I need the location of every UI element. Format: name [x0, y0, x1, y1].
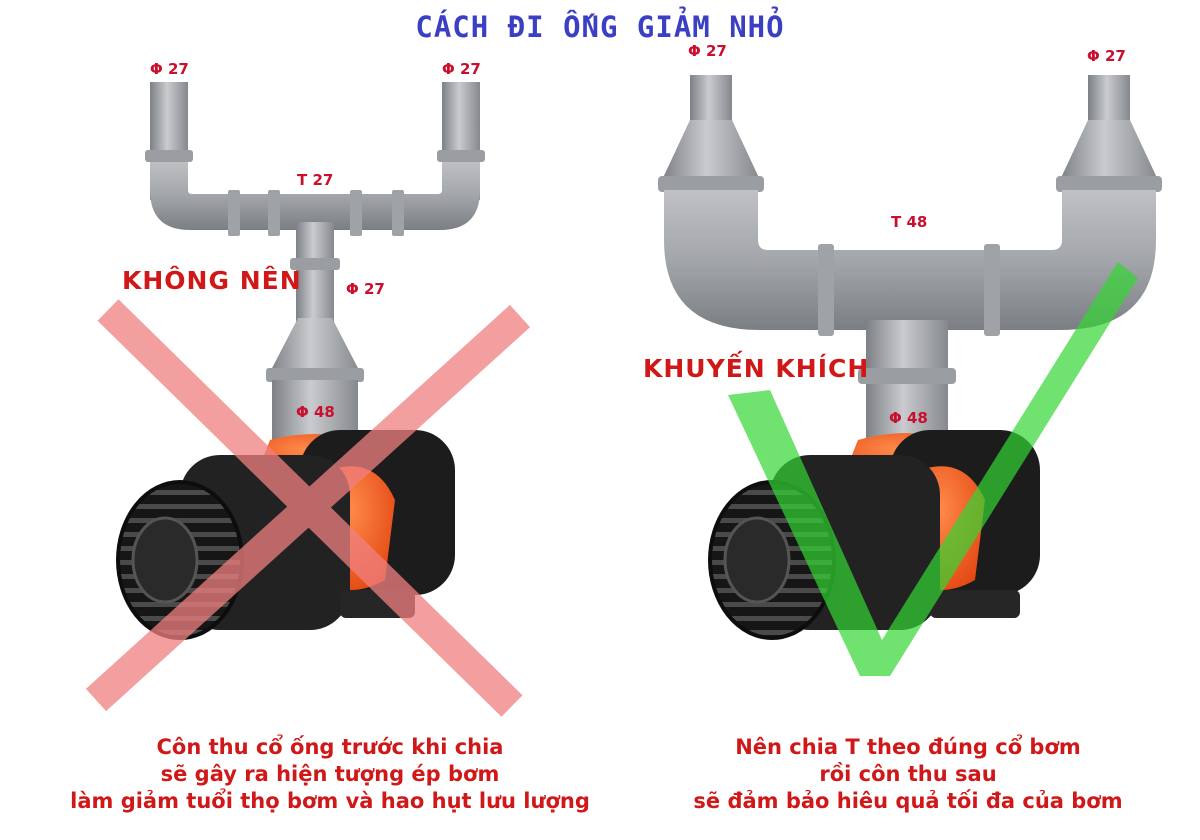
right-pipe-assembly: [658, 75, 1162, 450]
left-verdict: KHÔNG NÊN: [122, 266, 302, 295]
left-label-pump-outlet: Φ 48: [296, 403, 335, 421]
left-caption: Côn thu cổ ống trước khi chia sẽ gây ra …: [50, 734, 610, 815]
left-caption-line-3: làm giảm tuổi thọ bơm và hao hụt lưu lượ…: [70, 789, 590, 813]
left-label-stem: Φ 27: [346, 280, 385, 298]
left-caption-line-1: Côn thu cổ ống trước khi chia: [156, 735, 504, 759]
right-label-top-right: Φ 27: [1087, 47, 1126, 65]
left-label-top-left: Φ 27: [150, 60, 189, 78]
page-title: CÁCH ĐI ỐNG GIẢM NHỎ: [415, 10, 785, 44]
right-label-pump-outlet: Φ 48: [889, 409, 928, 427]
right-caption-line-2: rồi côn thu sau: [819, 762, 997, 786]
left-caption-line-2: sẽ gây ra hiện tượng ép bơm: [160, 762, 500, 786]
right-caption: Nên chia T theo đúng cổ bơm rồi côn thu …: [628, 734, 1188, 815]
cross-mark-icon: [85, 299, 531, 717]
left-label-tee: T 27: [297, 171, 334, 189]
right-caption-line-1: Nên chia T theo đúng cổ bơm: [735, 735, 1081, 759]
right-label-tee: T 48: [891, 213, 928, 231]
right-label-top-left: Φ 27: [688, 42, 727, 60]
check-mark-icon: [728, 262, 1138, 676]
left-label-top-right: Φ 27: [442, 60, 481, 78]
right-caption-line-3: sẽ đảm bảo hiêu quả tối đa của bơm: [693, 789, 1123, 813]
right-verdict: KHUYẾN KHÍCH: [643, 354, 870, 383]
